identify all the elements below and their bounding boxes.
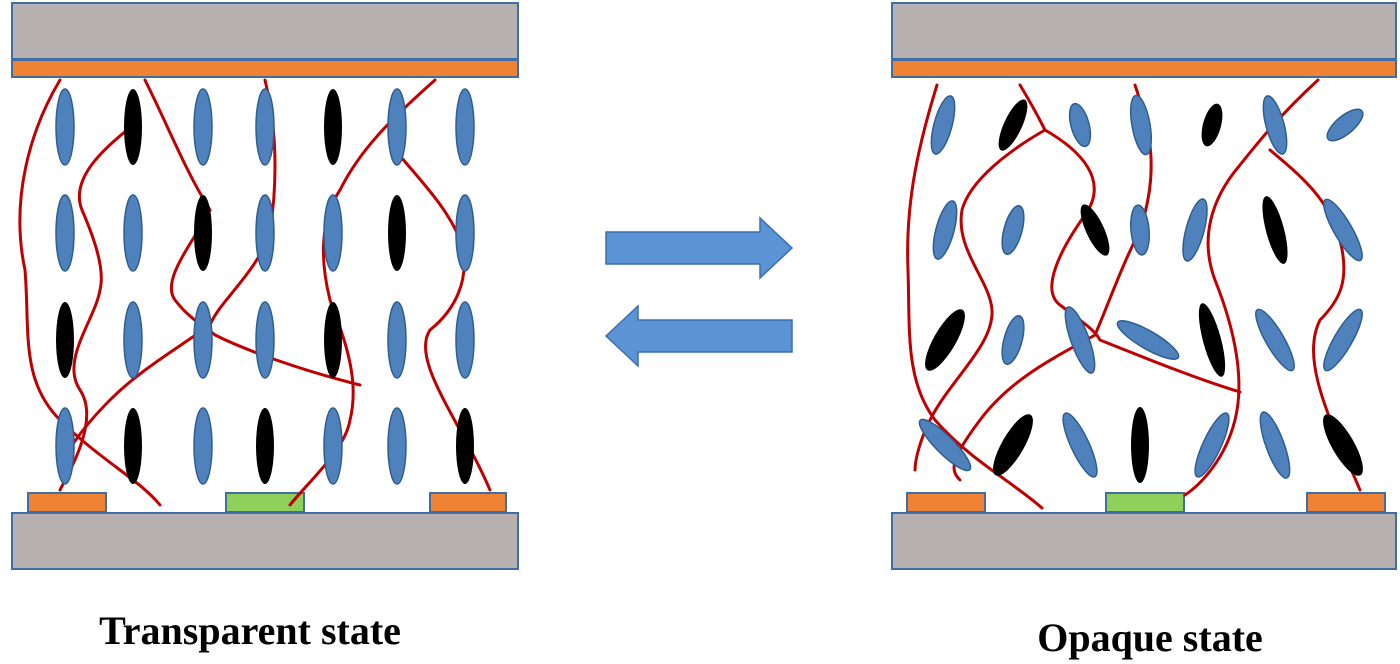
polymer-strand <box>1183 78 1320 497</box>
lc-molecule <box>1262 95 1288 155</box>
lc-molecule <box>193 88 213 166</box>
transparent-panel <box>11 2 519 570</box>
lc-molecule <box>918 418 972 472</box>
lc-molecule <box>255 301 275 379</box>
lc-molecule <box>455 194 475 272</box>
lc-molecule <box>193 301 213 379</box>
bottom-electrode-left <box>906 492 986 513</box>
lc-molecule-black <box>56 302 74 378</box>
lc-molecule <box>455 301 475 379</box>
lc-molecule-black <box>124 89 142 165</box>
polymer-strand <box>393 148 492 492</box>
lc-molecule-black <box>256 408 274 484</box>
polymer-strand <box>60 78 277 472</box>
lc-molecule-black <box>1080 204 1110 256</box>
lc-molecule <box>387 301 407 379</box>
lc-molecule <box>1323 308 1363 372</box>
arrow-right-icon <box>605 216 794 280</box>
lc-molecule-black <box>925 309 965 371</box>
bottom-electrode-right <box>1306 492 1386 513</box>
arrow-left-icon <box>604 304 793 368</box>
lc-molecule <box>455 88 475 166</box>
lc-molecule-black <box>1131 407 1149 483</box>
bottom-substrate <box>891 512 1397 570</box>
lc-molecule <box>387 88 407 166</box>
transparent-state-caption: Transparent state <box>99 608 401 653</box>
lc-molecule <box>1182 198 1208 262</box>
lc-molecule <box>55 194 75 272</box>
lc-molecule-black <box>388 195 406 271</box>
switch-arrows <box>604 216 794 368</box>
lc-molecule <box>1116 320 1180 360</box>
polymer-strand <box>1268 148 1362 492</box>
polymer-strand <box>18 78 162 507</box>
lc-molecule <box>255 194 275 272</box>
lc-molecule-black <box>1262 196 1288 264</box>
lc-molecule <box>55 88 75 166</box>
lc-molecule <box>1130 204 1150 256</box>
polymer-network <box>18 78 492 507</box>
bottom-electrode-middle <box>225 492 305 513</box>
lc-molecule <box>1255 308 1295 372</box>
lc-molecule-black <box>1323 414 1363 476</box>
polymer-strand <box>906 83 1044 510</box>
lc-molecule <box>1064 306 1096 374</box>
lc-molecule <box>323 194 343 272</box>
lc-molecule-black <box>324 302 342 378</box>
lc-molecule-black <box>1198 303 1226 377</box>
polymer-strand <box>1043 128 1242 394</box>
opaque-state-caption: Opaque state <box>1037 615 1263 660</box>
lc-molecule <box>932 200 958 260</box>
lc-molecule <box>323 407 343 485</box>
lc-molecule <box>1129 94 1153 156</box>
lc-molecule-black <box>324 89 342 165</box>
lc-molecule-black <box>124 408 142 484</box>
lc-molecule-black <box>998 99 1028 151</box>
top-electrode <box>891 59 1397 78</box>
lc-molecule <box>1001 204 1025 256</box>
lc-molecule <box>255 88 275 166</box>
lc-molecule <box>1068 102 1092 148</box>
lc-molecule-black <box>194 195 212 271</box>
lc-molecule <box>1323 198 1363 262</box>
bottom-electrode-middle <box>1105 492 1185 513</box>
lc-molecule-black <box>456 408 474 484</box>
bottom-electrode-left <box>27 492 107 513</box>
lc-molecule-black <box>1201 103 1223 147</box>
lc-molecule <box>1326 108 1364 142</box>
bottom-substrate <box>11 512 519 570</box>
top-substrate <box>11 2 519 60</box>
bottom-electrode-right <box>429 492 507 513</box>
polymer-strand <box>288 78 437 507</box>
top-substrate <box>891 2 1397 60</box>
lc-molecule <box>193 407 213 485</box>
lc-molecule <box>1194 412 1230 478</box>
polymer-strand <box>952 83 1153 482</box>
lc-molecule <box>1001 314 1025 366</box>
lc-molecule <box>1259 411 1291 479</box>
lc-molecule-black <box>993 414 1033 476</box>
polymer-strand <box>58 118 142 492</box>
lc-molecule <box>930 95 956 155</box>
lc-molecule <box>123 194 143 272</box>
polymer-network <box>906 78 1362 510</box>
lc-molecule <box>387 407 407 485</box>
lc-molecules <box>55 88 475 485</box>
lc-molecules <box>918 94 1364 483</box>
lc-molecule <box>55 407 75 485</box>
opaque-panel <box>891 2 1397 570</box>
top-electrode <box>11 59 519 78</box>
lc-molecule <box>123 301 143 379</box>
lc-molecule <box>1062 412 1098 478</box>
